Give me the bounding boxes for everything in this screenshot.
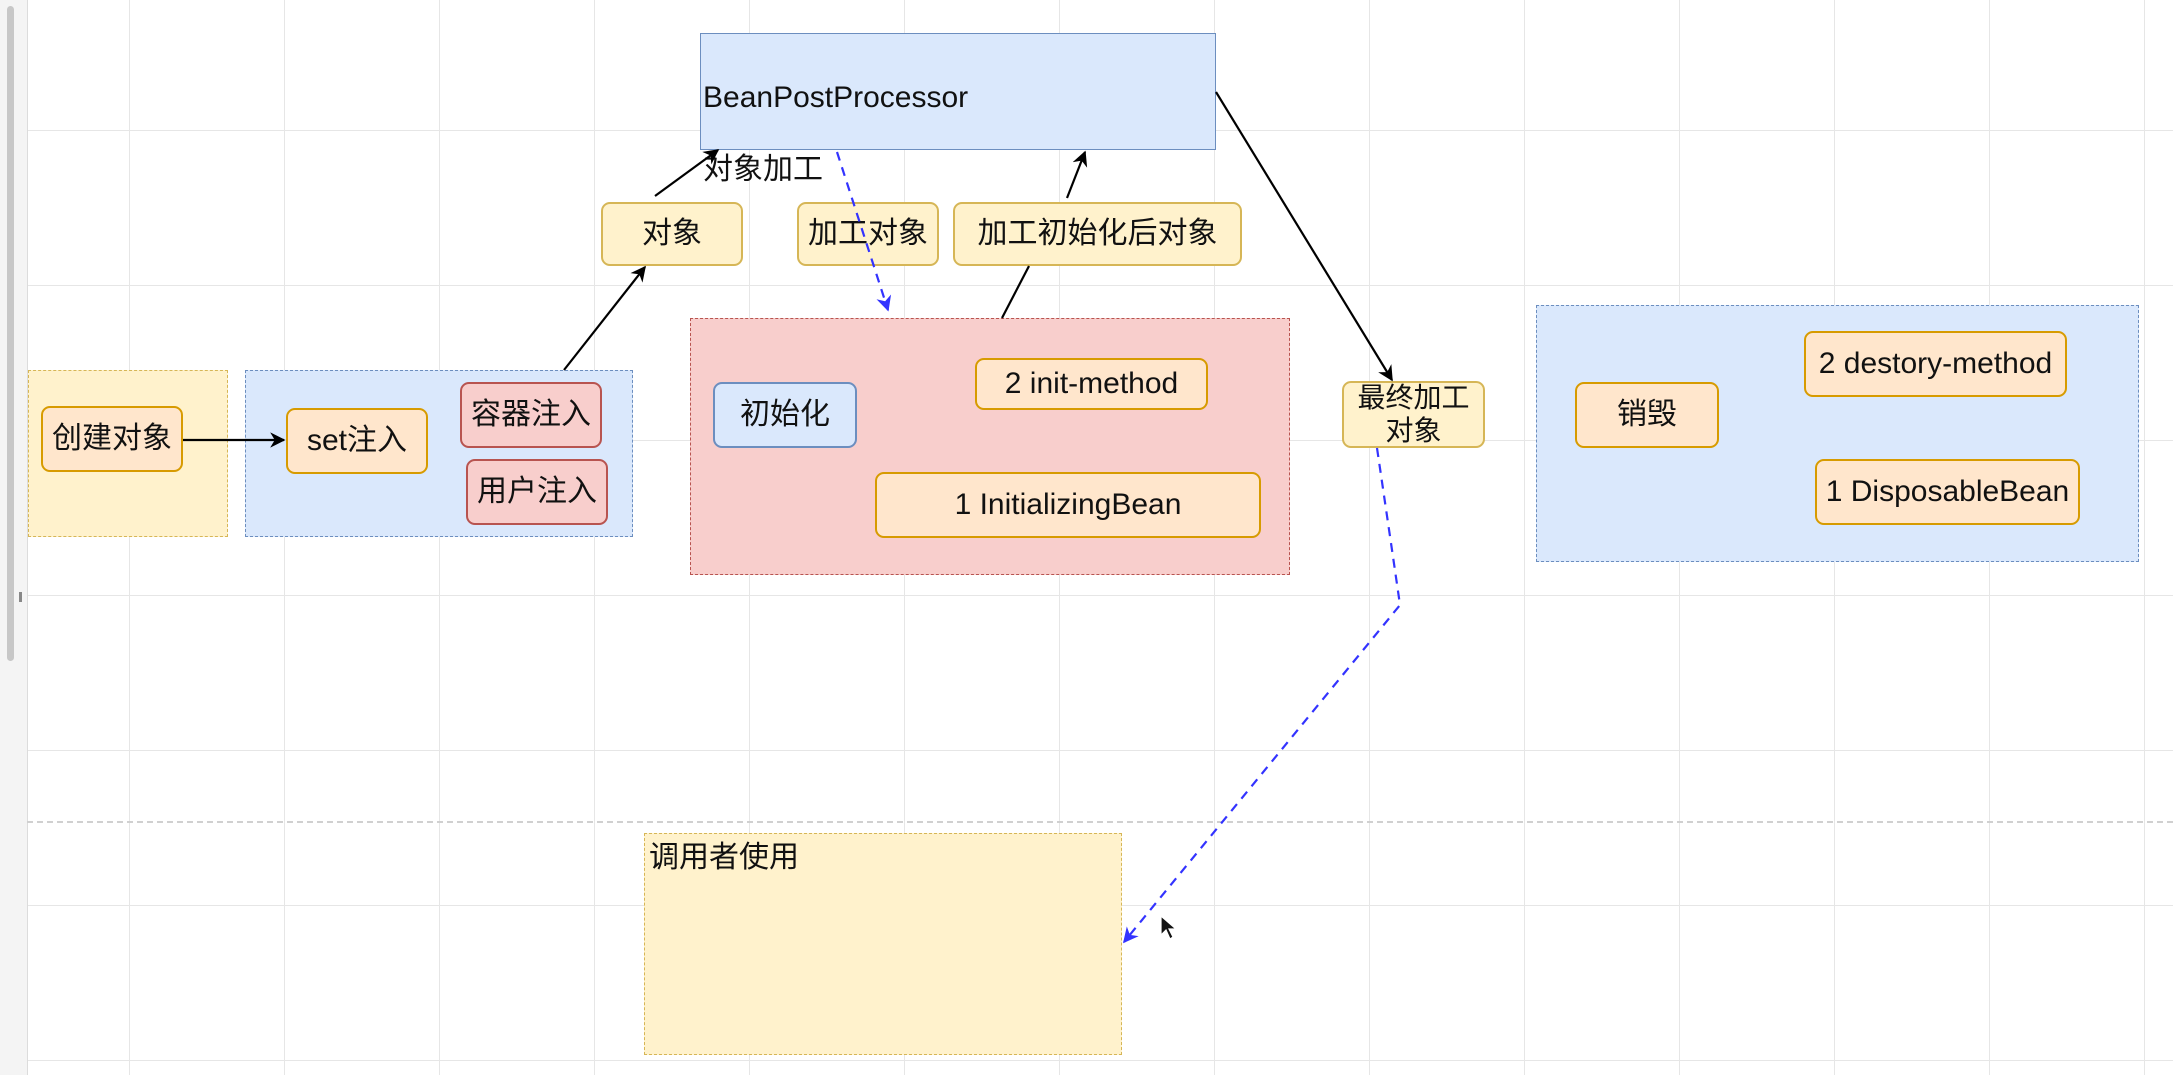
bpp-subtitle: 对象加工 [703, 153, 823, 186]
destroy-node[interactable]: 销毁 [1575, 382, 1719, 448]
create-object-node[interactable]: 创建对象 [41, 406, 183, 472]
final-object-node[interactable]: 最终加工 对象 [1342, 381, 1485, 448]
vertical-scrollbar[interactable] [0, 0, 28, 1075]
scrollbar-thumb[interactable] [7, 6, 14, 661]
init-method-node[interactable]: 2 init-method [975, 358, 1208, 410]
bpp-title: BeanPostProcessor [703, 81, 969, 114]
edge-init-to-processed [1001, 265, 1030, 319]
process-after-init-node[interactable]: 加工初始化后对象 [953, 202, 1242, 266]
initializing-bean-node[interactable]: 1 InitializingBean [875, 472, 1261, 538]
process-object-node[interactable]: 加工对象 [797, 202, 939, 266]
scroll-marker [19, 592, 22, 602]
mouse-pointer-icon [1160, 915, 1178, 940]
set-inject-node[interactable]: set注入 [286, 408, 428, 474]
destroy-method-node[interactable]: 2 destory-method [1804, 331, 2067, 397]
user-inject-node[interactable]: 用户注入 [466, 459, 608, 525]
caller-group[interactable]: 调用者使用 [644, 833, 1122, 1055]
bean-post-processor-box[interactable]: BeanPostProcessor 对象加工 [700, 33, 1216, 186]
object-node[interactable]: 对象 [601, 202, 743, 266]
edge-processed-to-bpp [1065, 150, 1088, 199]
init-node[interactable]: 初始化 [713, 382, 857, 448]
container-inject-node[interactable]: 容器注入 [460, 382, 602, 448]
page-break-line [27, 821, 2173, 823]
disposable-bean-node[interactable]: 1 DisposableBean [1815, 459, 2080, 525]
caller-label: 调用者使用 [649, 841, 799, 874]
edge-inject-to-object [563, 265, 646, 371]
